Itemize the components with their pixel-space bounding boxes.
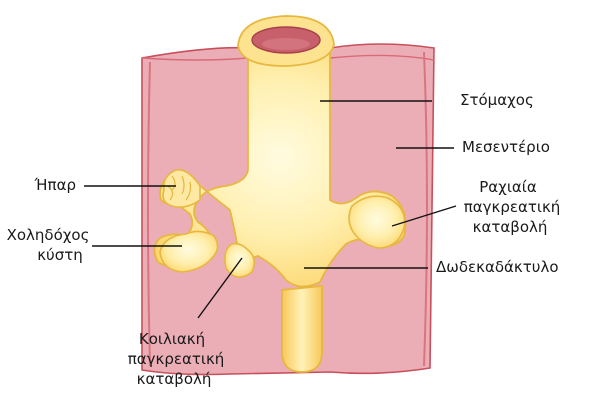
label-ventral-1: Κοιλιακή: [139, 330, 205, 349]
label-mesentery: Μεσεντέριο: [462, 138, 550, 157]
label-liver: Ήπαρ: [34, 176, 76, 195]
label-dorsal-2: παγκρεατική: [464, 198, 561, 217]
label-dorsal-1: Ραχιαία: [479, 178, 537, 197]
label-ventral-3: καταβολή: [137, 370, 212, 389]
label-ventral-2: παγκρεατική: [128, 350, 225, 369]
stomach-lumen-highlight: [262, 38, 310, 50]
label-stomach: Στόμαχος: [460, 91, 534, 110]
label-dorsal-3: καταβολή: [473, 218, 548, 237]
label-gallbladder-2: κύστη: [37, 246, 83, 265]
label-duodenum: Δωδεκαδάκτυλο: [436, 258, 559, 277]
duodenum-tube: [282, 286, 322, 372]
label-gallbladder-1: Χοληδόχος: [7, 226, 90, 245]
